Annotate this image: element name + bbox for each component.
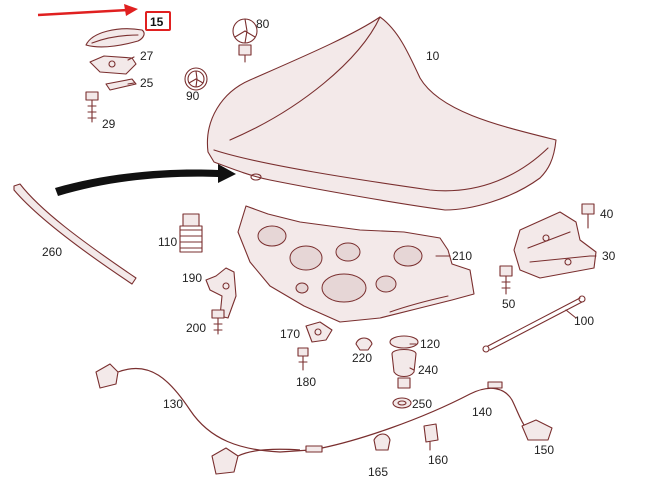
callout-15-label: 15: [150, 15, 164, 29]
part-260-seal-strip[interactable]: [13, 183, 137, 285]
part-120-cap[interactable]: [389, 335, 419, 349]
highlight-arrow: [37, 4, 138, 17]
part-90-badge[interactable]: [184, 67, 208, 91]
part-150-release-handle[interactable]: [521, 419, 553, 441]
callout-15-highlight[interactable]: 15: [145, 11, 171, 31]
callout-labels: 10 27 25 29 30 40 50 80 90 100 110 120 1…: [42, 17, 616, 479]
part-30-hinge[interactable]: [513, 211, 597, 279]
part-130-release-cable[interactable]: [95, 363, 311, 475]
part-25-strip[interactable]: [105, 78, 137, 91]
part-27-bracket[interactable]: [89, 55, 137, 75]
callout-220[interactable]: 220: [352, 351, 372, 365]
part-210-inner-panel[interactable]: [237, 205, 475, 323]
part-15-hood-insert[interactable]: [85, 28, 145, 48]
part-250-nut[interactable]: [392, 397, 412, 409]
callout-130[interactable]: 130: [163, 397, 183, 411]
callout-50[interactable]: 50: [502, 297, 516, 311]
callout-200[interactable]: 200: [186, 321, 206, 335]
callout-29[interactable]: 29: [102, 117, 116, 131]
part-160-clip[interactable]: [423, 423, 439, 451]
part-180-bolt[interactable]: [297, 347, 309, 371]
callout-40[interactable]: 40: [600, 207, 614, 221]
callout-240[interactable]: 240: [418, 363, 438, 377]
part-240-buffer[interactable]: [391, 348, 417, 389]
callout-120[interactable]: 120: [420, 337, 440, 351]
callout-180[interactable]: 180: [296, 375, 316, 389]
callout-90[interactable]: 90: [186, 89, 200, 103]
callout-170[interactable]: 170: [280, 327, 300, 341]
callout-25[interactable]: 25: [140, 76, 154, 90]
part-29-bolt[interactable]: [85, 91, 99, 123]
part-50-bolt[interactable]: [499, 265, 513, 295]
part-190-hinge-bracket[interactable]: [205, 267, 237, 319]
part-80-star-emblem[interactable]: [232, 18, 258, 63]
callout-250[interactable]: 250: [412, 397, 432, 411]
callout-260[interactable]: 260: [42, 245, 62, 259]
callout-10[interactable]: 10: [426, 49, 440, 63]
leader-lines: [127, 56, 597, 371]
callout-100[interactable]: 100: [574, 314, 594, 328]
part-140-release-cable[interactable]: [305, 381, 527, 453]
part-100-gas-strut[interactable]: [482, 295, 586, 353]
part-10-bonnet[interactable]: [206, 16, 557, 211]
callout-30[interactable]: 30: [602, 249, 616, 263]
direction-arrow: [55, 164, 236, 196]
part-200-bolt[interactable]: [211, 309, 225, 335]
callout-160[interactable]: 160: [428, 453, 448, 467]
part-40-bolt[interactable]: [581, 203, 595, 229]
part-110-buffer[interactable]: [179, 213, 203, 253]
part-220-clip[interactable]: [355, 337, 373, 351]
callout-150[interactable]: 150: [534, 443, 554, 457]
part-170-latch-hook[interactable]: [305, 321, 333, 343]
callout-140[interactable]: 140: [472, 405, 492, 419]
callout-27[interactable]: 27: [140, 49, 154, 63]
callout-190[interactable]: 190: [182, 271, 202, 285]
callout-110[interactable]: 110: [158, 235, 177, 249]
part-165-clip[interactable]: [373, 433, 391, 451]
callout-80[interactable]: 80: [256, 17, 270, 31]
callout-165[interactable]: 165: [368, 465, 388, 479]
callout-210[interactable]: 210: [452, 249, 472, 263]
